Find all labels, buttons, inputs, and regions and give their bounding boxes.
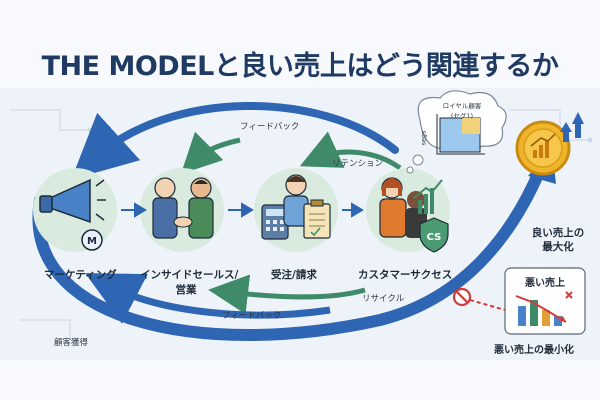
feedback-arc-bottom bbox=[85, 273, 331, 324]
bad-sales-dashed-arrow bbox=[469, 299, 506, 311]
shield-icon bbox=[419, 217, 449, 253]
good-sales-label-line2: 最大化 bbox=[542, 241, 574, 253]
handshake-icon bbox=[152, 177, 214, 239]
retention-arc bbox=[299, 131, 402, 171]
marketing-badge bbox=[81, 229, 103, 251]
bubble-title-line1: ロイヤル顧客 bbox=[442, 102, 482, 110]
flow-arrow-1 bbox=[121, 202, 147, 218]
good-sales-label-line1: 良い売上の bbox=[531, 227, 585, 239]
thought-bubble bbox=[406, 90, 507, 174]
stage-label-customer-success: カスタマーサクセス bbox=[358, 269, 453, 281]
bubble-axis-label: segs bbox=[419, 130, 428, 146]
gold-coin-icon bbox=[515, 120, 571, 176]
arrow-label-feedback-top: フィードバック bbox=[240, 122, 300, 132]
stage-label-inside-sales-line2: 営業 bbox=[175, 284, 197, 296]
up-arrows-icon bbox=[560, 112, 584, 142]
stage-label-marketing: マーケティング bbox=[44, 269, 117, 281]
customer-success-people-icon bbox=[379, 177, 427, 238]
bad-sales-card bbox=[504, 267, 586, 335]
cs-badge-text: CS bbox=[427, 232, 442, 243]
customer-acquisition-arrow bbox=[32, 164, 546, 341]
bad-sales-card-title: 悪い売上 bbox=[525, 278, 565, 289]
flow-arrow-2 bbox=[228, 202, 254, 218]
arrow-label-customer-acquisition: 顧客獲得 bbox=[54, 338, 89, 348]
good-sales-label: 良い売上の 最大化 bbox=[522, 226, 594, 254]
person-icon bbox=[283, 174, 309, 227]
page-title: THE MODELと良い売上はどう関連するか bbox=[41, 51, 559, 82]
feedback-arc-top bbox=[71, 101, 399, 180]
arrow-label-feedback-bottom: フィードバック bbox=[222, 311, 282, 321]
stage-label-inside-sales: インサイドセールス/ 営業 bbox=[140, 267, 238, 297]
arrow-label-retention: リテンション bbox=[332, 159, 384, 169]
stage-label-inside-sales-line1: インサイドセールス/ bbox=[140, 269, 239, 281]
feedback-arc-inner bbox=[180, 131, 241, 175]
growth-chart-icon bbox=[413, 179, 443, 214]
bubble-title: ロイヤル顧客 (セグ1) bbox=[440, 100, 484, 120]
stage-label-order-billing: 受注/請求 bbox=[271, 269, 317, 281]
recycle-arc bbox=[208, 274, 366, 315]
arrow-label-recycle: リサイクル bbox=[362, 294, 405, 304]
megaphone-icon bbox=[39, 178, 106, 224]
bad-sales-caption: 悪い売上の最小化 bbox=[494, 345, 574, 356]
marketing-badge-letter: M bbox=[87, 236, 97, 247]
flow-arrow-3 bbox=[342, 202, 364, 218]
calculator-icon bbox=[261, 204, 289, 240]
bubble-title-line2: (セグ1) bbox=[450, 112, 474, 120]
clipboard-icon bbox=[303, 199, 331, 239]
